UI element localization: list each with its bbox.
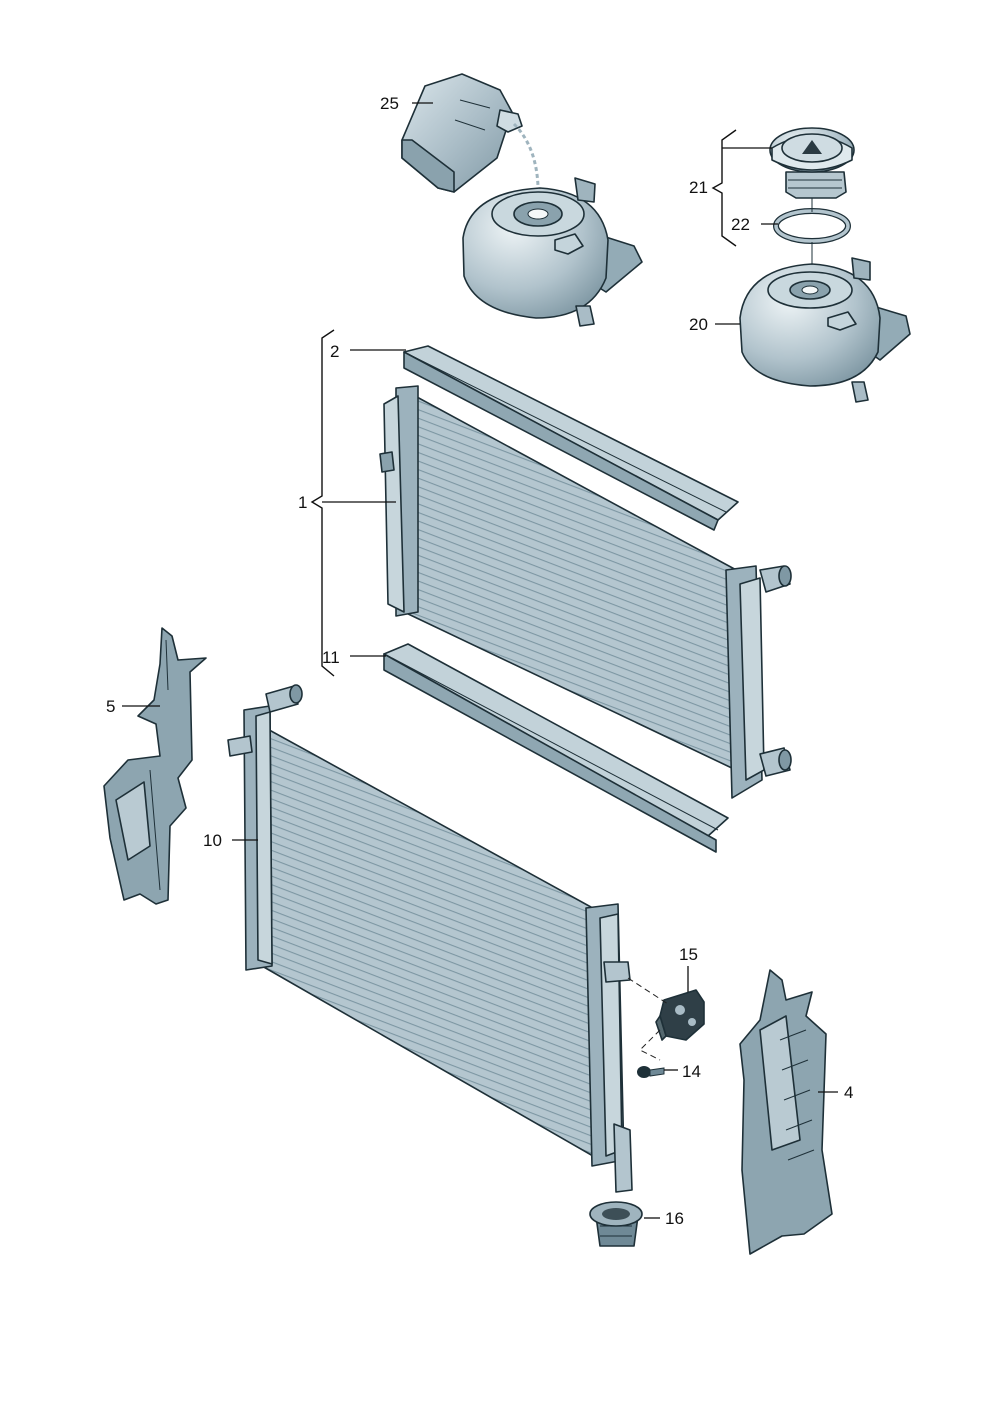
label-15: 15 (679, 945, 698, 964)
upper-radiator (379, 385, 792, 799)
label-10: 10 (203, 831, 222, 850)
label-1: 1 (298, 493, 307, 512)
label-2: 2 (330, 342, 339, 361)
sealing-ring (773, 208, 851, 244)
label-25: 25 (380, 94, 399, 113)
label-22: 22 (731, 215, 750, 234)
label-4: 4 (844, 1083, 853, 1102)
right-air-guide (739, 969, 833, 1255)
bolt (637, 1066, 665, 1078)
assembly-line-bracket (627, 977, 669, 1061)
rubber-grommet (589, 1201, 643, 1247)
left-air-guide (103, 627, 207, 905)
label-20: 20 (689, 315, 708, 334)
lower-radiator (227, 684, 633, 1193)
label-14: 14 (682, 1062, 701, 1081)
label-11: 11 (322, 648, 340, 667)
group-brace-21 (711, 129, 737, 247)
label-16: 16 (665, 1209, 684, 1228)
label-21: 21 (689, 178, 708, 197)
mounting-bracket (655, 989, 705, 1041)
label-5: 5 (106, 697, 115, 716)
expansion-tank (739, 257, 911, 403)
coolant-bottle (401, 73, 540, 201)
expansion-tank-with-bottle (462, 177, 643, 327)
group-brace-1 (310, 329, 335, 677)
filler-cap (769, 127, 855, 199)
upper-seal-strip (403, 345, 739, 531)
lower-seal-strip (383, 643, 729, 853)
